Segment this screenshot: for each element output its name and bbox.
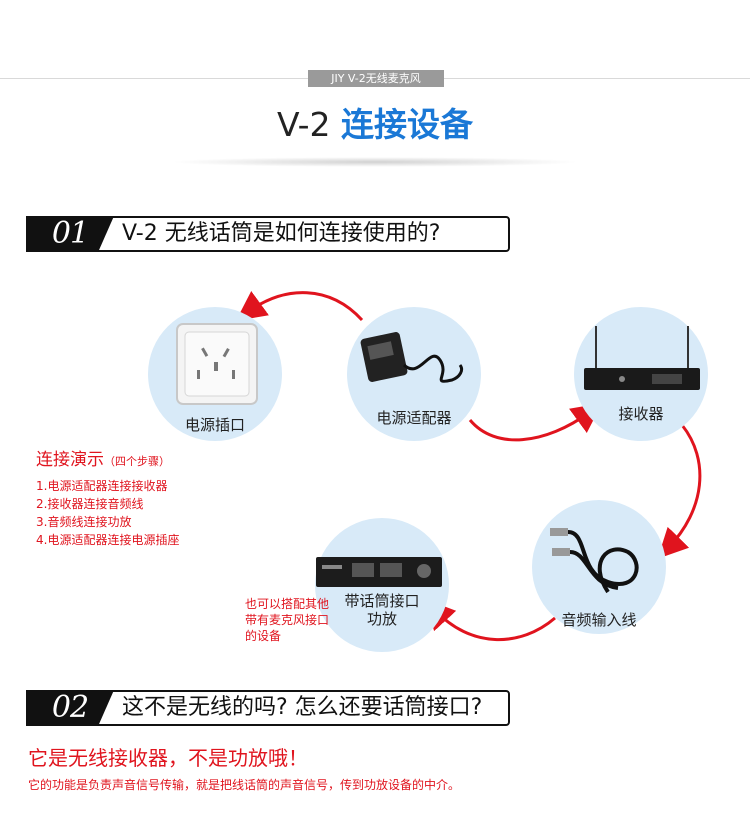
product-tag: JIY V-2无线麦克风 [308,70,444,87]
arrow-receiver-to-cable [657,424,702,559]
compat-note-line: 的设备 [245,629,282,643]
adapter-label: 电源适配器 [376,409,452,427]
arrow-cable-to-amp [424,598,556,642]
step-item: 4.电源适配器连接电源插座 [36,533,180,547]
amp-label-line2: 功放 [366,610,397,628]
section2-question: 这不是无线的吗? 怎么还要话筒接口? [122,695,483,720]
section1-number: 01 [26,216,114,252]
compat-note-line: 也可以搭配其他 [245,597,330,611]
title-highlight: 连接设备 [341,105,474,144]
wall-socket-icon [176,323,258,405]
section1-question: V-2 无线话筒是如何连接使用的? [122,221,441,246]
steps-title: 连接演示（四个步骤） [36,445,170,470]
amplifier-icon [316,557,442,587]
answer-detail: 它的功能是负责声音信号传输，就是把线话筒的声音信号，传到功放设备的中介。 [28,778,461,792]
receiver-label: 接收器 [618,405,664,423]
step-item: 1.电源适配器连接接收器 [36,479,168,493]
steps-subtitle: （四个步骤） [104,455,170,468]
audio-cable-icon [550,528,639,594]
arrow-adapter-to-receiver [468,403,603,442]
compat-note-line: 带有麦克风接口 [245,613,330,627]
section2-bar [26,690,510,726]
step-item: 3.音频线连接功放 [36,515,132,529]
step-item: 2.接收器连接音频线 [36,497,144,511]
steps-heading: 连接演示 [36,450,104,470]
answer-headline: 它是无线接收器，不是功放哦！ [28,746,308,770]
section2-number: 02 [26,690,114,726]
cable-label: 音频输入线 [561,611,637,629]
amp-label-line1: 带话筒接口 [344,592,420,610]
title-shadow [170,157,580,167]
title-prefix: V-2 [276,105,331,144]
arrow-adapter-to-socket [235,291,364,322]
receiver-icon [584,326,700,390]
compat-note: 也可以搭配其他 带有麦克风接口 的设备 [245,596,329,644]
power-adapter-icon [360,332,464,383]
amp-label: 带话筒接口 功放 [315,592,449,628]
page-title: V-2 连接设备 [0,103,750,147]
socket-label: 电源插口 [184,416,245,434]
